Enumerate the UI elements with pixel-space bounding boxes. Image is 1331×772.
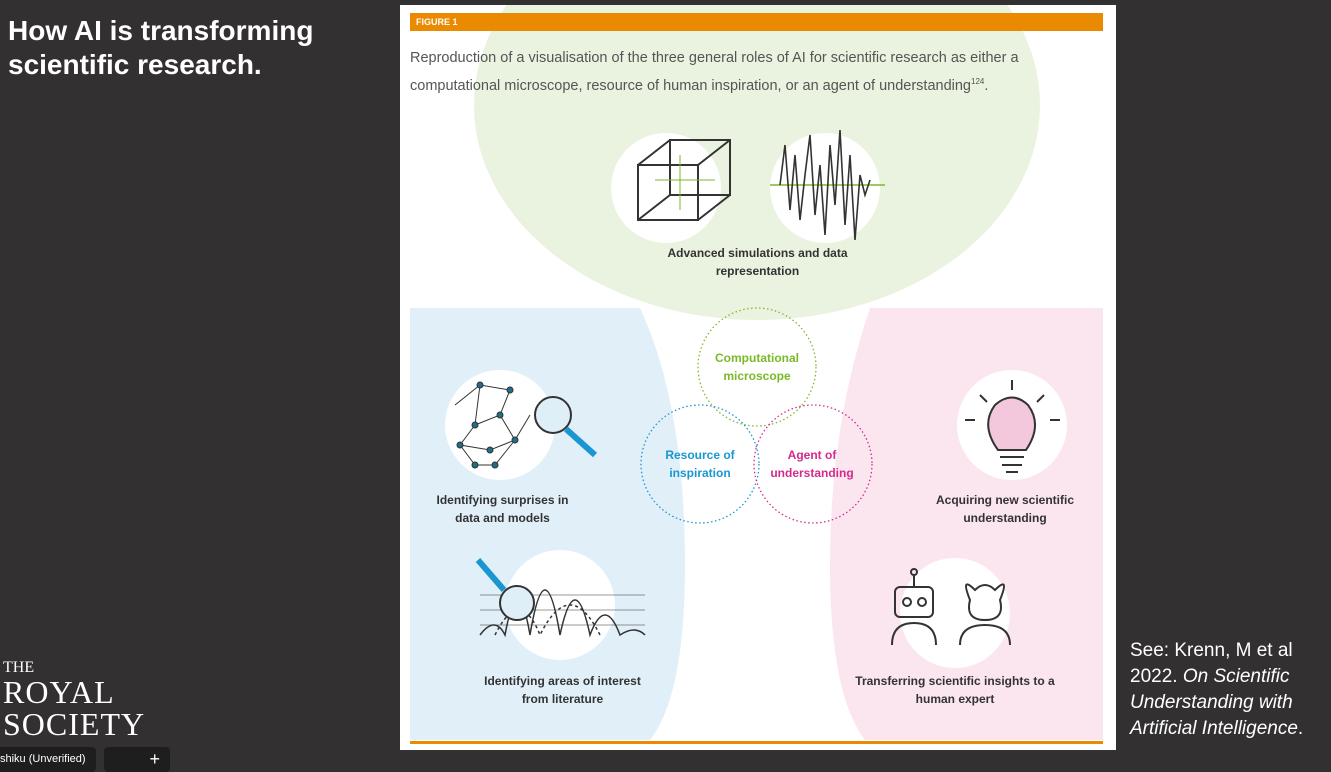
logo-line-society: SOCIETY	[3, 706, 146, 742]
label-surprises: Identifying surprises in data and models	[436, 493, 569, 525]
citation-title: On Scientific Understanding with Artific…	[1130, 666, 1298, 739]
figure-bottom-rule	[410, 741, 1103, 744]
logo-line-royal: ROYAL	[3, 674, 115, 710]
waveform-icon	[770, 129, 885, 241]
lightbulb-icon	[965, 380, 1060, 473]
microscope-circle	[697, 307, 817, 427]
role-microscope: Computational microscope	[715, 351, 799, 383]
figure-page: FIGURE 1 Reproduction of a visualisation…	[400, 5, 1116, 750]
agent-circle	[753, 404, 873, 524]
robot-human-icon	[891, 568, 1011, 646]
label-simulations: Advanced simulations and data representa…	[667, 246, 848, 278]
royal-society-logo: THE ROYAL SOCIETY	[3, 659, 146, 742]
network-magnifier-icon	[454, 381, 598, 469]
figure-label: FIGURE 1	[410, 13, 1103, 31]
label-transferring: Transferring scientific insights to a hu…	[855, 674, 1055, 706]
literature-curves-icon	[475, 558, 646, 638]
slide-title: How AI is transforming scientific resear…	[8, 15, 314, 80]
citation-end: .	[1297, 718, 1304, 739]
caption-end: .	[984, 77, 989, 94]
label-literature: Identifying areas of interest from liter…	[484, 674, 641, 706]
citation: See: Krenn, M et al 2022. On Scientific …	[1130, 638, 1330, 742]
cube-icon	[637, 139, 731, 221]
citation-authors: See: Krenn, M et al 2022.	[1130, 640, 1293, 687]
green-region	[474, 5, 1040, 320]
logo-line-the: THE	[3, 659, 35, 676]
participant-name[interactable]: shiku (Unverified)	[0, 747, 96, 772]
caption-ref: 124	[971, 77, 985, 86]
inspiration-circle	[640, 404, 760, 524]
label-acquiring: Acquiring new scientific understanding	[935, 493, 1075, 525]
caption-text: Reproduction of a visualisation of the t…	[410, 50, 1019, 94]
figure-caption: Reproduction of a visualisation of the t…	[410, 47, 1100, 98]
add-icon[interactable]: +	[104, 747, 170, 772]
role-agent: Agent of understanding	[770, 448, 854, 480]
figure-graphics	[410, 5, 1103, 740]
role-inspiration: Resource of inspiration	[665, 448, 735, 480]
